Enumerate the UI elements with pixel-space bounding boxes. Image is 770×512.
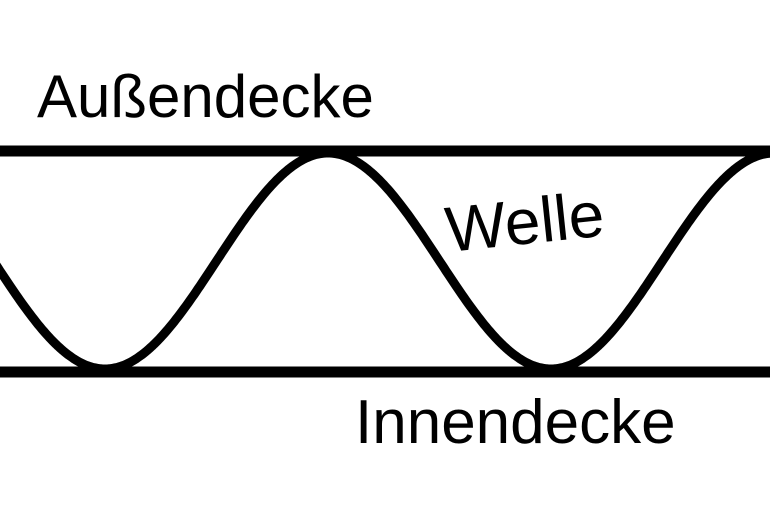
inner-liner-label: Innendecke bbox=[355, 388, 676, 457]
flute-label: Welle bbox=[442, 178, 608, 266]
flute-wave bbox=[0, 148, 770, 374]
outer-liner-label: Außendecke bbox=[37, 63, 374, 130]
